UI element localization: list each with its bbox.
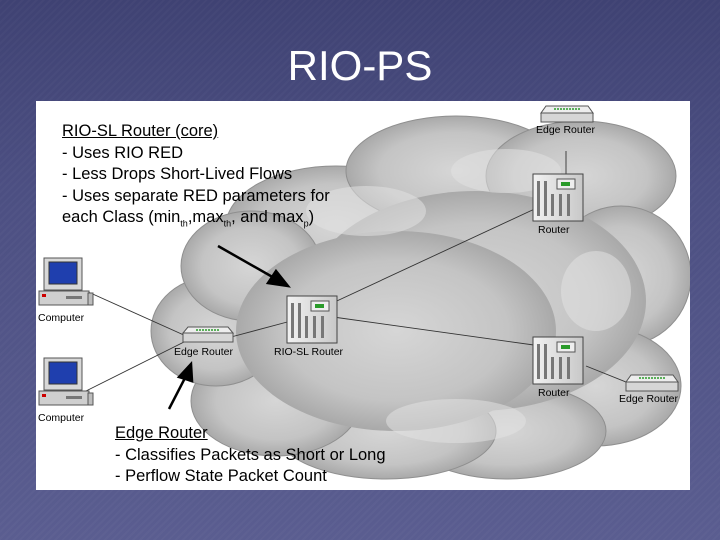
edge-note-line: - Classifies Packets as Short or Long xyxy=(115,445,386,464)
annotation-arrows xyxy=(167,244,291,410)
router-top-icon xyxy=(532,173,584,222)
core-note: RIO-SL Router (core) - Uses RIO RED - Le… xyxy=(62,121,330,235)
rio-sl-router-icon xyxy=(286,295,338,344)
edge-note: Edge Router - Classifies Packets as Shor… xyxy=(115,423,386,488)
edge-note-line: - Perflow State Packet Count xyxy=(115,467,327,485)
core-note-line: - Uses RIO RED xyxy=(62,143,184,162)
computer-bottom-label: Computer xyxy=(38,412,85,424)
computer-bottom-icon xyxy=(38,357,94,406)
core-note-line: - Uses separate RED parameters for xyxy=(62,186,330,205)
slide-title: RIO-PS xyxy=(287,42,433,89)
network-diagram xyxy=(38,105,690,480)
edge-router-top-label: Edge Router xyxy=(536,124,595,136)
arrow-head-core xyxy=(265,268,291,288)
core-note-line: - Less Drops Short-Lived Flows xyxy=(62,165,293,183)
core-note-heading: RIO-SL Router (core) xyxy=(62,122,219,140)
arrow-head-edge xyxy=(176,360,194,383)
computer-top-icon xyxy=(38,257,94,306)
edge-router-left-icon xyxy=(181,326,235,343)
edge-router-bottom-right-icon xyxy=(625,374,679,392)
edge-note-heading: Edge Router xyxy=(115,424,208,442)
rio-sl-router-label: RIO-SL Router xyxy=(274,346,344,358)
edge-router-bottom-right-label: Edge Router xyxy=(619,393,678,405)
edge-router-left-label: Edge Router xyxy=(174,346,233,358)
router-bottom-label: Router xyxy=(538,387,570,399)
core-note-line-params: each Class (minth,maxth, and maxp) xyxy=(62,208,315,229)
diagram-panel: RIO-SL Router (core) - Uses RIO RED - Le… xyxy=(36,101,690,490)
computer-top-label: Computer xyxy=(38,312,85,324)
router-bottom-icon xyxy=(532,336,584,385)
router-top-label: Router xyxy=(538,224,570,236)
edge-router-top-icon xyxy=(540,105,594,123)
